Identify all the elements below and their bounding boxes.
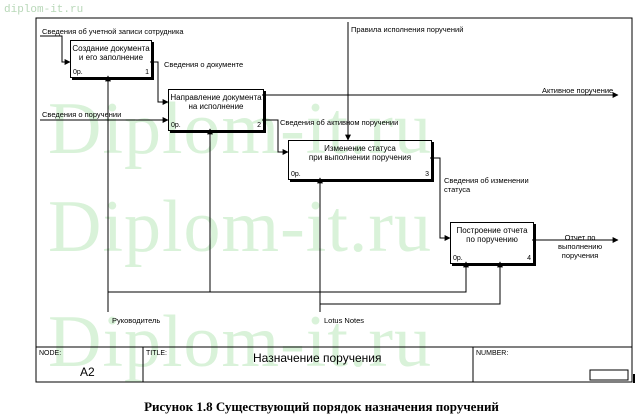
label-lotus-notes: Lotus Notes [324, 316, 365, 325]
activity-box-3: Изменение статуса при выполнении поручен… [288, 140, 432, 180]
activity-1-cost: 0р. [73, 69, 83, 76]
label-active-assignment-info: Сведения об активном поручении [280, 118, 399, 127]
arrow-status-change-info [430, 157, 451, 241]
arrow-employee-record [40, 35, 71, 65]
footer-title-label: TITLE: [146, 350, 168, 357]
activity-box-4: Построение отчета по поручению 0р. 4 [450, 222, 534, 264]
activity-1-title: Создание документа и его заполнение [72, 44, 150, 62]
footer-title-value: Назначение поручения [253, 351, 382, 365]
figure-caption: Рисунок 1.8 Существующий порядок назначе… [144, 399, 499, 414]
arrow-lotus-branch-4 [320, 261, 503, 305]
label-active-assignment: Активное поручение [542, 86, 614, 95]
activity-box-2: Направление документа на исполнение 0р. … [168, 89, 264, 131]
activity-box-1: Создание документа и его заполнение 0р. … [70, 40, 152, 78]
activity-4-number: 4 [527, 255, 531, 262]
footer-number-label: NUMBER: [476, 350, 509, 357]
footer-node-label: NODE: [39, 350, 62, 357]
label-employee-record: Сведения об учетной записи сотрудника [42, 27, 184, 36]
arrow-active-assignment-info [262, 119, 289, 155]
diagram-frame [35, 17, 633, 383]
activity-2-title: Направление документа на исполнение [170, 93, 262, 111]
arrow-document-info [150, 61, 169, 105]
activity-1-number: 1 [145, 69, 149, 76]
label-manager: Руководитель [112, 316, 161, 325]
label-status-change-info: Сведения об изменении статуса [444, 176, 529, 194]
arrow-manager-branch-2 [108, 128, 213, 293]
arrow-manager-branch-4 [108, 261, 469, 293]
activity-3-title: Изменение статуса при выполнении поручен… [308, 144, 412, 162]
footer-small-box [589, 369, 629, 381]
activity-3-cost: 0р. [291, 171, 301, 178]
activity-4-title: Построение отчета по поручению [456, 226, 528, 244]
activity-2-number: 2 [257, 122, 261, 129]
watermark-2: Diplom-it.ru [48, 186, 433, 268]
label-report: Отчет по выполнению поручения [558, 233, 603, 260]
label-execution-rules: Правила исполнения поручений [351, 25, 464, 34]
activity-3-number: 3 [425, 171, 429, 178]
site-tag: diplom-it.ru [4, 4, 84, 16]
watermark-3: Diplom-it.ru [48, 301, 433, 383]
label-document-info: Сведения о документе [164, 60, 244, 69]
watermark-1: Diplom-it.ru [48, 88, 433, 170]
label-assignment-info: Сведения о поручении [42, 110, 122, 119]
footer-node-value: A2 [80, 365, 95, 379]
activity-2-cost: 0р. [171, 122, 181, 129]
activity-4-cost: 0р. [453, 255, 463, 262]
